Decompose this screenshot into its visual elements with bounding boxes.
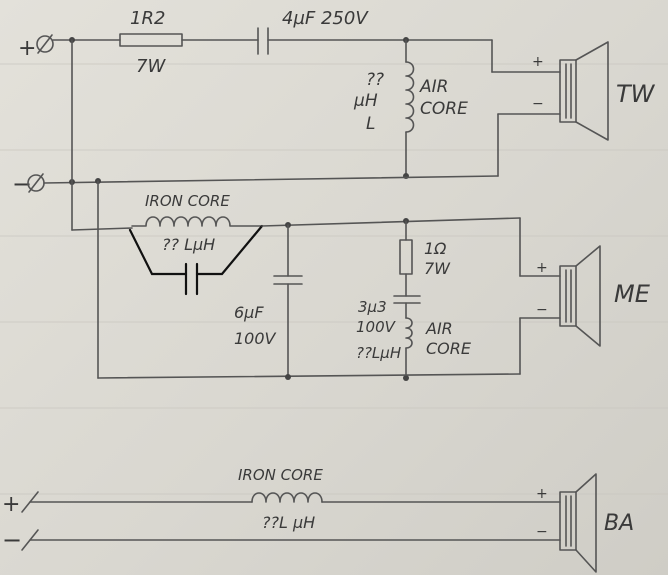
bass-driver-plus: + — [536, 486, 548, 502]
mid-notch-inductor-coil — [405, 317, 413, 349]
ground-rails — [43, 39, 499, 379]
mid-series-inductor-value: ?? LµH — [162, 235, 215, 254]
tweeter-driver-minus: − — [532, 96, 544, 112]
tweeter-driver-label: TW — [616, 80, 656, 108]
mid-resistor-value: 1Ω — [424, 239, 447, 258]
tweeter-inductor-coil — [405, 61, 415, 133]
mid-resistor — [399, 239, 413, 275]
mid-series-inductor-coil — [131, 216, 263, 227]
bass-inductor-coil — [251, 492, 323, 503]
tweeter-resistor-power: 7W — [136, 56, 166, 77]
mid-cap-voltage: 100V — [356, 318, 397, 336]
tweeter-inductor-type-1: AIR — [419, 77, 448, 97]
mid-inductor-type-2: CORE — [426, 339, 472, 358]
bass-inductor-value: ??L µH — [262, 513, 315, 532]
tweeter-inductor-unit: µH — [353, 91, 378, 111]
mid-inductor-value: ??LµH — [356, 344, 401, 362]
bass-driver-minus: − — [536, 524, 548, 540]
tweeter-capacitor-value: 4µF 250V — [282, 8, 369, 29]
mid-shunt-cap-voltage: 100V — [234, 329, 277, 348]
mid-shunt-capacitor — [273, 275, 303, 285]
mid-shunt-cap-value: 6µF — [234, 303, 264, 322]
bass-inductor-type: IRON CORE — [238, 466, 323, 484]
tweeter-inductor-type-2: CORE — [420, 99, 468, 119]
tweeter-driver-plus: + — [532, 54, 544, 70]
mid-series-inductor-type: IRON CORE — [145, 192, 230, 210]
ruled-lines — [0, 63, 668, 495]
input-plus-label: + — [18, 36, 36, 61]
tweeter-resistor-value: 1R2 — [130, 8, 165, 29]
mid-inductor-type-1: AIR — [425, 319, 453, 338]
tweeter-capacitor — [257, 27, 269, 55]
bass-input-minus-label: − — [2, 526, 22, 554]
tweeter-resistor — [119, 33, 183, 47]
tweeter-speaker-icon — [559, 41, 609, 141]
mid-driver-label: ME — [614, 280, 651, 308]
mid-speaker-icon — [559, 245, 601, 347]
mid-driver-plus: + — [536, 260, 548, 276]
bass-circuit: + − IRON CORE ??L µH + − BA — [2, 466, 634, 573]
input-terminals: + − — [12, 34, 54, 198]
mid-parallel-capacitor — [128, 224, 264, 296]
input-plus-terminal — [36, 35, 54, 53]
bass-driver-label: BA — [604, 511, 634, 536]
mid-notch-capacitor — [393, 295, 421, 304]
mid-driver-minus: − — [536, 302, 548, 318]
bass-input-plus-label: + — [2, 492, 20, 517]
mid-cap-value: 3µ3 — [358, 298, 387, 316]
input-minus-label: − — [12, 170, 32, 198]
tweeter-circuit: 1R2 7W 4µF 250V ?? µH L AIR CORE + − T — [52, 8, 656, 179]
tweeter-inductor-question: ?? — [366, 70, 384, 90]
mid-resistor-power: 7W — [424, 259, 451, 278]
bass-speaker-icon — [559, 473, 597, 573]
tweeter-inductor-name: L — [366, 114, 375, 134]
mid-circuit: IRON CORE ?? LµH 6µF 100V 1Ω 7W — [97, 192, 651, 381]
